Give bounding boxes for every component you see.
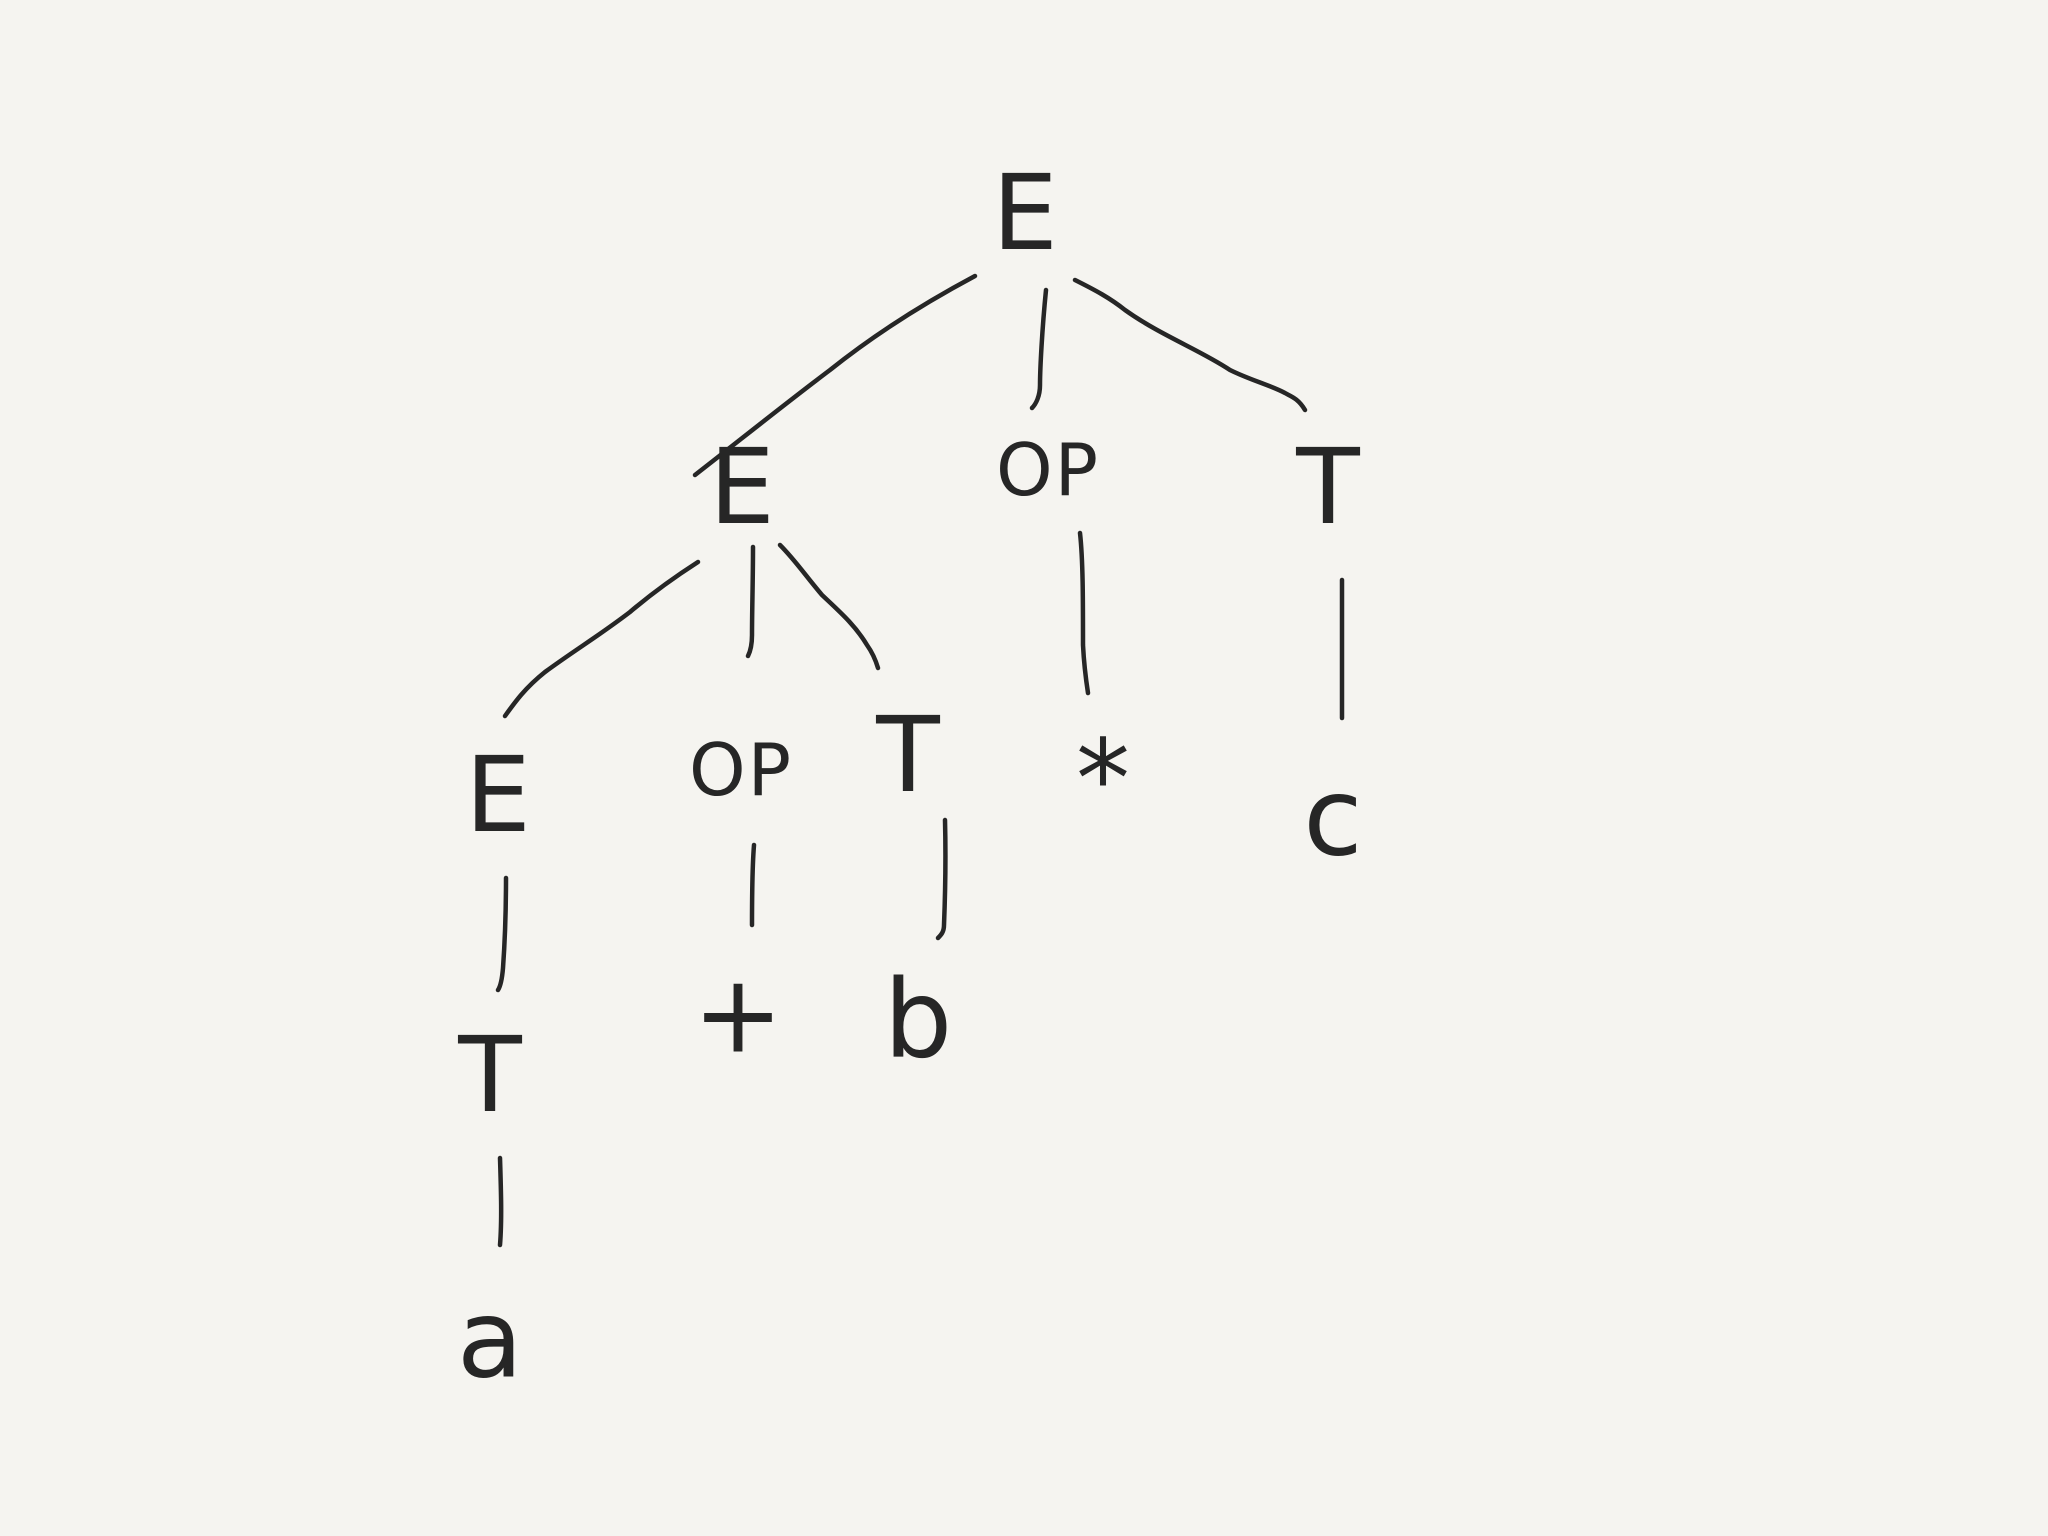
edge-e1-t2 (777, 542, 881, 671)
edge-root-e1 (692, 273, 978, 478)
node-E-left: E (709, 426, 775, 548)
node-E-leftmost: E (465, 734, 531, 856)
node-T-right: T (1295, 426, 1360, 548)
node-OP-right: OP (996, 428, 1100, 512)
leaf-a: a (457, 1278, 523, 1403)
edge-e1-e2 (502, 559, 701, 719)
edge-root-t1 (1072, 277, 1308, 413)
edge-e2-t3 (495, 875, 509, 993)
node-OP-middle: OP (689, 728, 793, 812)
edge-t3-a (497, 1155, 504, 1248)
node-T-leftmost: T (457, 1014, 522, 1136)
tree-nodes: E E OP T E OP T T a + b * c (457, 152, 1363, 1403)
node-T-middle: T (875, 694, 940, 816)
edge-t2-b (935, 817, 948, 941)
tree-edges (495, 273, 1345, 1248)
node-root-E: E (992, 152, 1058, 274)
leaf-star: * (1076, 718, 1130, 843)
edge-op1-star (1077, 530, 1091, 696)
edge-e1-op2 (745, 544, 756, 659)
leaf-b: b (884, 958, 953, 1083)
edge-root-op1 (1029, 287, 1049, 411)
leaf-plus: + (693, 953, 784, 1078)
edge-op2-plus (749, 842, 757, 928)
leaf-c: c (1303, 756, 1362, 881)
